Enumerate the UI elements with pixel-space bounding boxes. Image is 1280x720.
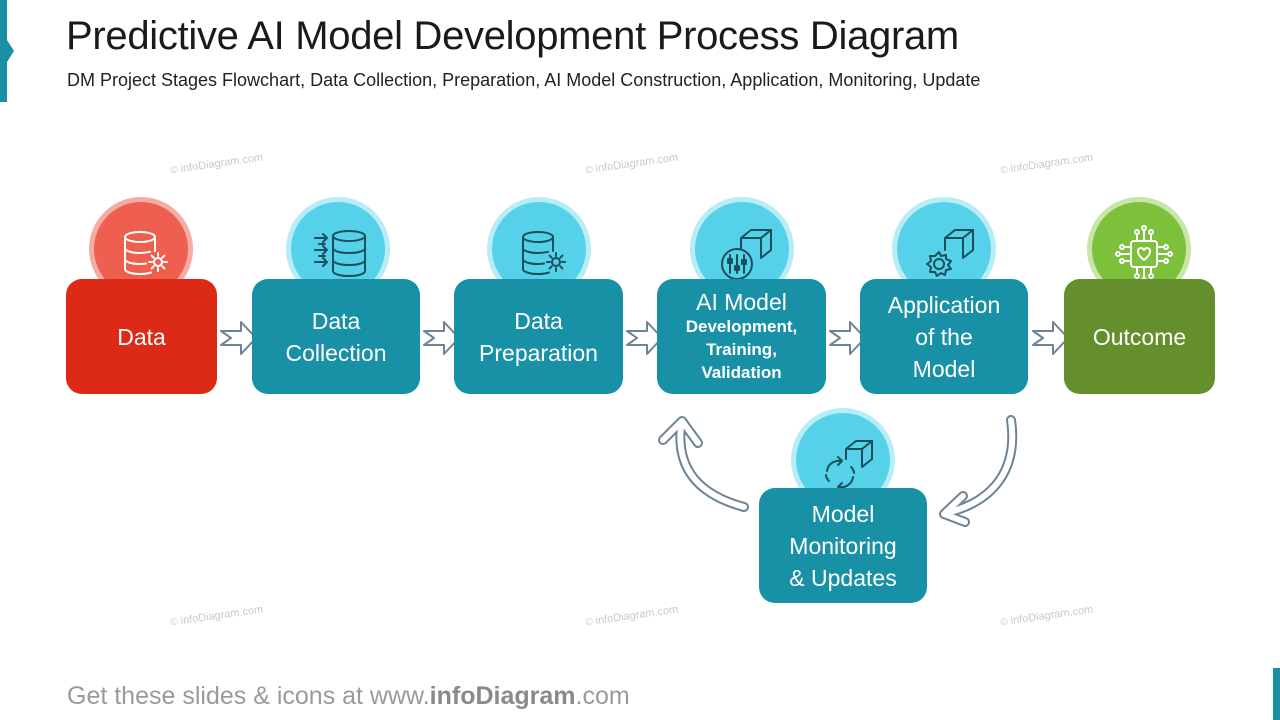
stage-sub-line: Validation <box>701 362 782 382</box>
cube-sliders-icon <box>721 229 772 280</box>
stage-label-line: Application <box>887 291 1001 318</box>
database-gear-icon <box>124 231 168 275</box>
watermark: ©infoDiagram.com <box>169 151 264 177</box>
left-accent-bar <box>0 0 7 102</box>
stage-title: AI Model <box>696 288 787 315</box>
stage-label-line: Monitoring <box>789 532 897 559</box>
flow-arrow-5 <box>1032 321 1069 355</box>
cube-cycle-icon <box>825 440 873 492</box>
left-accent-notch <box>7 40 14 62</box>
stage-label: Data <box>117 323 166 350</box>
stage-application-box: Application of the Model <box>860 279 1028 394</box>
watermark: ©infoDiagram.com <box>584 151 679 177</box>
database-inflow-icon <box>314 230 366 277</box>
stage-label-line: Data <box>311 307 361 334</box>
network-heart-icon <box>1115 225 1173 283</box>
stage-sub-line: Training, <box>706 339 777 359</box>
stage-sub-line: Development, <box>685 316 798 336</box>
stage-monitoring-box: Model Monitoring & Updates <box>759 488 927 603</box>
stage-label-line: Preparation <box>479 339 598 366</box>
watermark: ©infoDiagram.com <box>584 603 679 629</box>
stage-label-line: of the <box>915 323 973 350</box>
cube-gear-icon <box>926 229 974 277</box>
slide-subtitle: DM Project Stages Flowchart, Data Collec… <box>67 70 981 90</box>
watermark: ©infoDiagram.com <box>999 603 1094 629</box>
loop-arrow-down <box>945 415 1018 517</box>
stage-ai-model-box: AI Model Development, Training, Validati… <box>657 279 826 394</box>
stage-label-line: Data <box>514 307 563 334</box>
stage-label: Outcome <box>1092 323 1187 350</box>
stage-label-line: Model <box>811 500 875 527</box>
right-accent-bar <box>1273 668 1280 720</box>
stage-outcome-box: Outcome <box>1064 279 1215 394</box>
database-gear-icon <box>522 231 566 275</box>
stage-label-line: Collection <box>285 339 387 366</box>
stage-label-line: Model <box>912 355 976 382</box>
flow-arrow-1 <box>220 321 257 355</box>
stage-label-line: & Updates <box>789 564 897 591</box>
loop-arrow-up <box>675 421 749 512</box>
stage-data-collection-box: Data Collection <box>252 279 420 394</box>
watermark: ©infoDiagram.com <box>169 603 264 629</box>
slide-title: Predictive AI Model Development Process … <box>66 14 959 58</box>
stage-data-box: Data <box>66 279 217 394</box>
footer-credit[interactable]: Get these slides & icons at www.infoDiag… <box>67 682 630 710</box>
watermark: ©infoDiagram.com <box>999 151 1094 177</box>
stage-data-preparation-box: Data Preparation <box>454 279 623 394</box>
